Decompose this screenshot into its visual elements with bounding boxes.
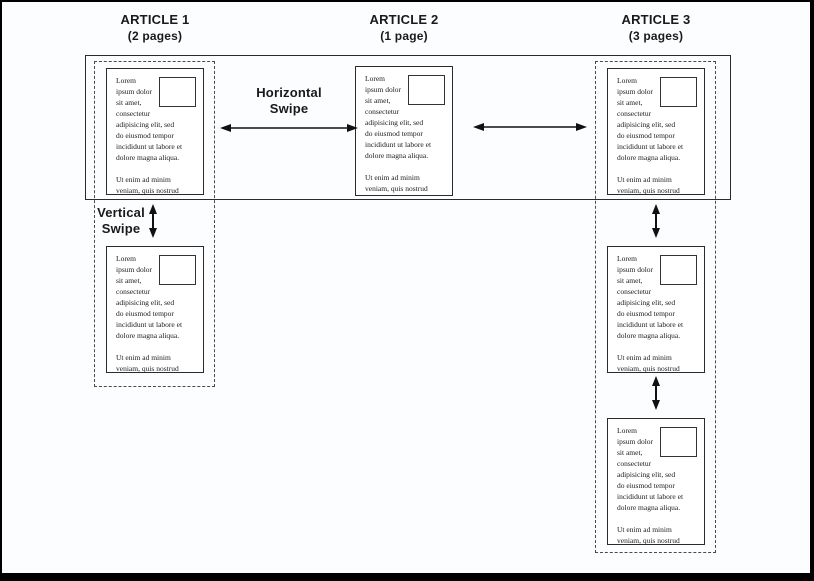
frame-border-right	[810, 0, 814, 581]
article-1-page-count: (2 pages)	[127, 29, 183, 43]
horizontal-swipe-label: Horizontal Swipe	[256, 85, 322, 116]
image-placeholder-icon	[660, 77, 697, 107]
page-body-text: Lorem ipsum dolor sit amet, consectetur …	[116, 254, 183, 373]
page-body-text: Lorem ipsum dolor sit amet, consectetur …	[116, 76, 183, 195]
vertical-swipe-arrow-article-1	[149, 204, 157, 238]
vertical-swipe-arrow-article-3-b	[652, 376, 660, 410]
article-2-page-1: Lorem ipsum dolor sit amet, consectetur …	[355, 66, 453, 196]
vertical-swipe-arrow-article-3-a	[652, 204, 660, 238]
article-3-page-3: Lorem ipsum dolor sit amet, consectetur …	[607, 418, 705, 545]
article-1-title: ARTICLE 1	[120, 12, 190, 27]
article-2-header: ARTICLE 2 (1 page)	[334, 12, 474, 44]
article-3-page-count: (3 pages)	[628, 29, 684, 43]
article-3-header: ARTICLE 3 (3 pages)	[586, 12, 726, 44]
horizontal-swipe-arrow-1	[220, 124, 358, 132]
article-1-pages-boundary	[94, 61, 215, 387]
page-body-text: Lorem ipsum dolor sit amet, consectetur …	[617, 76, 684, 195]
article-3-page-1: Lorem ipsum dolor sit amet, consectetur …	[607, 68, 705, 195]
image-placeholder-icon	[408, 75, 445, 105]
image-placeholder-icon	[159, 77, 196, 107]
article-3-title: ARTICLE 3	[621, 12, 691, 27]
frame-border-left	[0, 0, 2, 581]
vertical-swipe-label: Vertical Swipe	[97, 205, 145, 236]
image-placeholder-icon	[660, 255, 697, 285]
article-1-page-1: Lorem ipsum dolor sit amet, consectetur …	[106, 68, 204, 195]
article-1-header: ARTICLE 1 (2 pages)	[85, 12, 225, 44]
image-placeholder-icon	[660, 427, 697, 457]
page-body-text: Lorem ipsum dolor sit amet, consectetur …	[617, 254, 684, 373]
horizontal-swipe-row-frame	[85, 55, 731, 200]
image-placeholder-icon	[159, 255, 196, 285]
page-body-text: Lorem ipsum dolor sit amet, consectetur …	[617, 426, 684, 545]
article-1-page-2: Lorem ipsum dolor sit amet, consectetur …	[106, 246, 204, 373]
article-3-pages-boundary	[595, 61, 716, 553]
article-3-page-2: Lorem ipsum dolor sit amet, consectetur …	[607, 246, 705, 373]
frame-border-bottom	[0, 573, 814, 581]
frame-border-top	[0, 0, 814, 2]
page-body-text: Lorem ipsum dolor sit amet, consectetur …	[365, 74, 432, 193]
horizontal-swipe-arrow-2	[473, 123, 587, 131]
article-2-page-count: (1 page)	[380, 29, 428, 43]
article-2-title: ARTICLE 2	[369, 12, 439, 27]
